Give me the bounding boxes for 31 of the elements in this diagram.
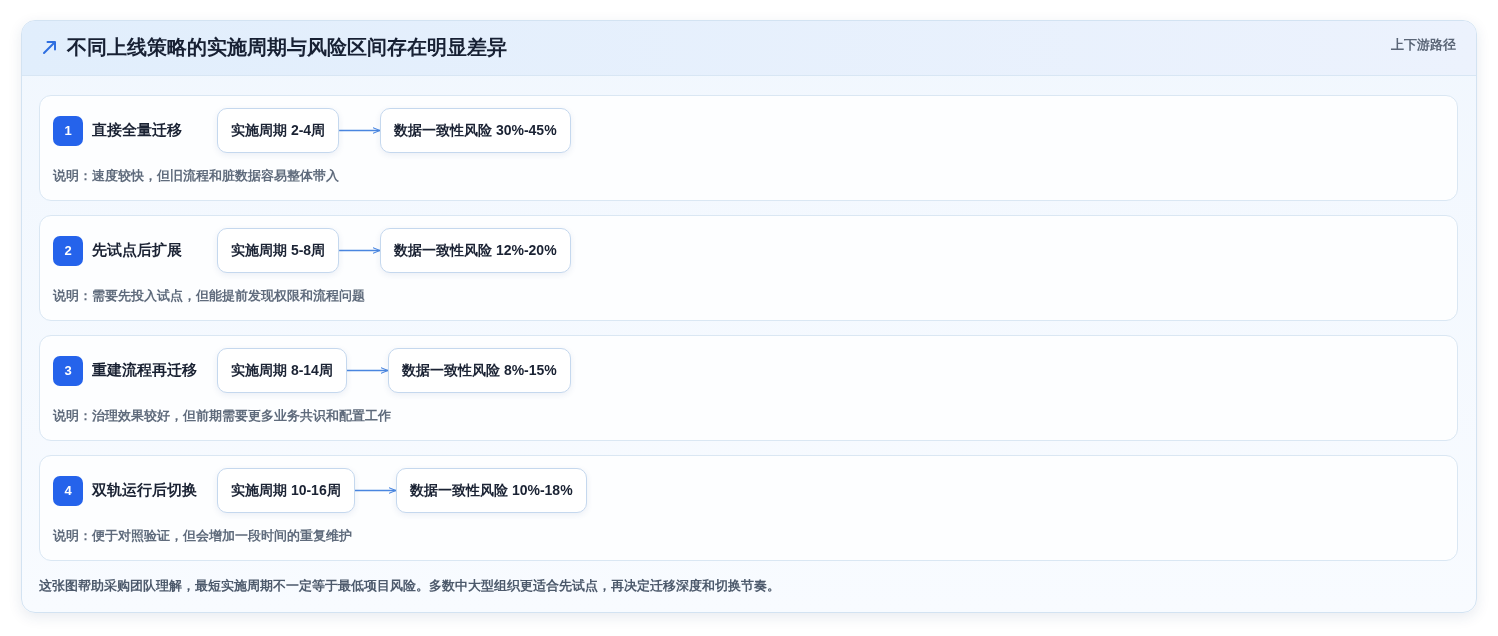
arrow (353, 487, 397, 494)
title-text: 不同上线策略的实施周期与风险区间存在明显差异 (67, 35, 507, 60)
step-box: 数据一致性风险 10%-18% (396, 468, 587, 513)
step-box: 数据一致性风险 8%-15% (388, 348, 571, 393)
strategy-name: 重建流程再迁移 (92, 360, 197, 380)
strategy-panel (39, 215, 1458, 321)
number-badge: 2 (53, 236, 83, 266)
step-box: 实施周期 10-16周 (217, 468, 355, 513)
note-text: 说明：治理效果较好，但前期需要更多业务共识和配置工作 (53, 407, 391, 425)
strategy-name: 双轨运行后切换 (92, 480, 197, 500)
arrow (338, 247, 381, 254)
strategy-panel (39, 335, 1458, 441)
step-box: 实施周期 5-8周 (217, 228, 340, 273)
strategy-panel (39, 95, 1458, 201)
strategy-panel (39, 455, 1458, 561)
number-badge: 3 (53, 356, 83, 386)
tag-text: 上下游路径 (1391, 36, 1456, 54)
strategy-name: 直接全量迁移 (92, 120, 182, 140)
number-badge: 4 (53, 476, 83, 506)
step-box: 实施周期 8-14周 (217, 348, 347, 393)
number-badge: 1 (53, 116, 83, 146)
arrow (346, 367, 389, 374)
note-text: 说明：便于对照验证，但会增加一段时间的重复维护 (53, 527, 352, 545)
step-box: 实施周期 2-4周 (217, 108, 340, 153)
strategy-name: 先试点后扩展 (92, 240, 182, 260)
note-text: 说明：速度较快，但旧流程和脏数据容易整体带入 (53, 167, 339, 185)
note-text: 说明：需要先投入试点，但能提前发现权限和流程问题 (53, 287, 365, 305)
step-box: 数据一致性风险 12%-20% (380, 228, 571, 273)
caption-text: 这张图帮助采购团队理解，最短实施周期不一定等于最低项目风险。多数中大型组织更适合先试点，再决定迁移深度和切换节奏。 (39, 577, 780, 595)
step-box: 数据一致性风险 30%-45% (380, 108, 571, 153)
arrow (338, 127, 381, 134)
